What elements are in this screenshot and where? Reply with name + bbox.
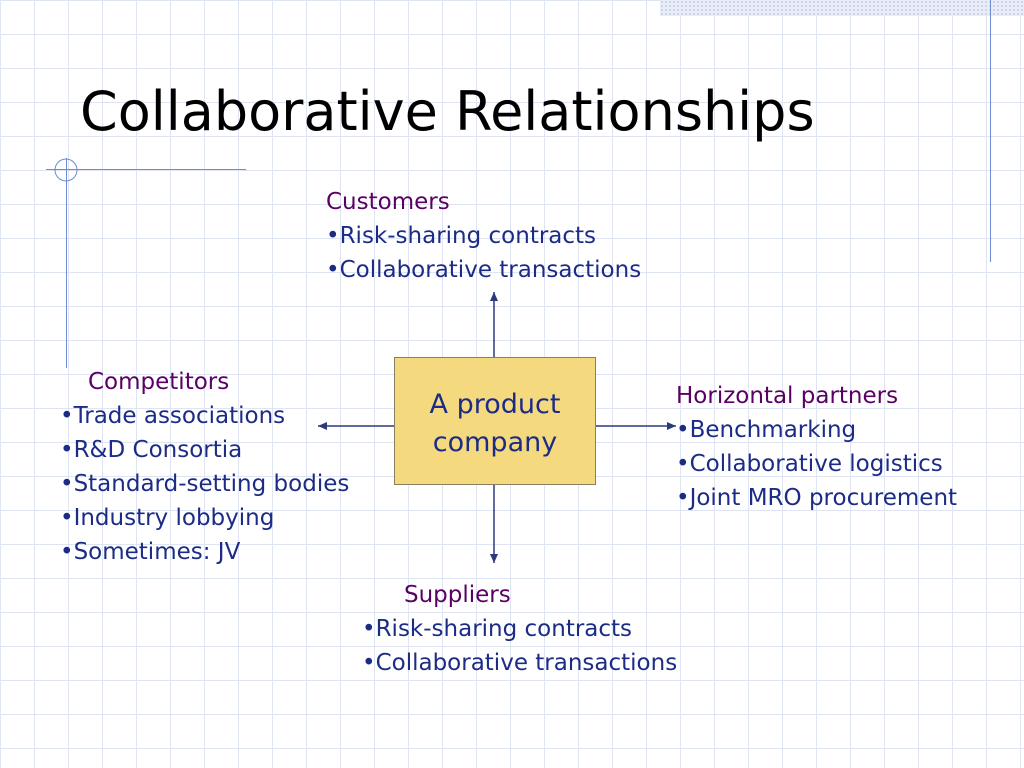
decorative-corner-band (660, 0, 1024, 16)
list-item: •Benchmarking (676, 417, 857, 443)
suppliers-block: Suppliers •Risk-sharing contracts •Colla… (362, 578, 677, 680)
list-item: •Joint MRO procurement (676, 485, 958, 511)
center-box-line-2: company (432, 427, 558, 458)
center-company-box: A product company (394, 357, 596, 485)
competitors-heading: Competitors (88, 369, 230, 395)
list-item: •Sometimes: JV (60, 539, 241, 565)
suppliers-list: •Risk-sharing contracts •Collaborative t… (362, 612, 677, 680)
competitors-block: Competitors •Trade associations •R&D Con… (60, 365, 349, 569)
customers-heading: Customers (326, 189, 450, 215)
list-item: •Risk-sharing contracts (362, 616, 633, 642)
suppliers-heading: Suppliers (404, 582, 511, 608)
list-item: •Collaborative logistics (676, 451, 943, 477)
center-box-line-1: A product (429, 389, 561, 420)
decorative-circle-icon (54, 158, 78, 182)
decorative-vertical-line (66, 158, 67, 368)
horizontal-partners-list: •Benchmarking •Collaborative logistics •… (676, 413, 957, 515)
list-item: •Standard-setting bodies (60, 471, 350, 497)
list-item: •Risk-sharing contracts (326, 223, 597, 249)
horizontal-partners-block: Horizontal partners •Benchmarking •Colla… (676, 379, 957, 515)
customers-block: Customers •Risk-sharing contracts •Colla… (326, 185, 641, 287)
list-item: •Collaborative transactions (362, 650, 678, 676)
list-item: •Collaborative transactions (326, 257, 642, 283)
decorative-right-vertical-line (990, 0, 991, 262)
list-item: •Trade associations (60, 403, 286, 429)
list-item: •R&D Consortia (60, 437, 243, 463)
horizontal-partners-heading: Horizontal partners (676, 383, 899, 409)
slide-title: Collaborative Relationships (80, 80, 815, 143)
customers-list: •Risk-sharing contracts •Collaborative t… (326, 219, 641, 287)
decorative-horizontal-line (46, 169, 246, 170)
competitors-list: •Trade associations •R&D Consortia •Stan… (60, 399, 349, 569)
list-item: •Industry lobbying (60, 505, 275, 531)
